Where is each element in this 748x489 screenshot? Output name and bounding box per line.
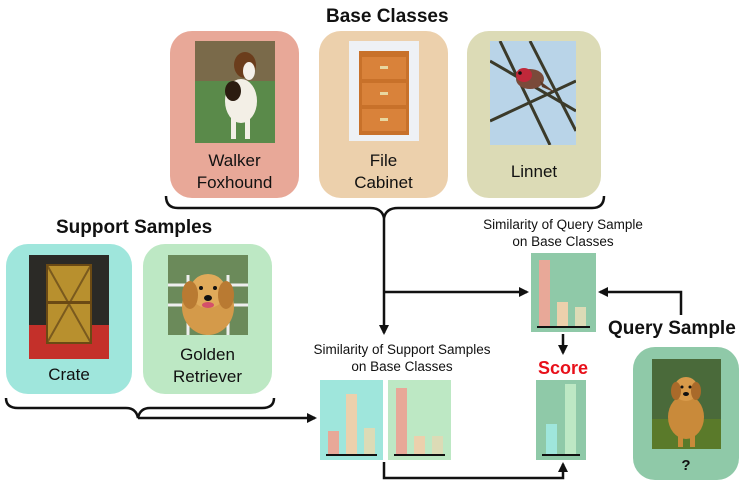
crate-photo — [29, 255, 109, 359]
query-label: ? — [681, 457, 691, 474]
crate-similarity-chart — [320, 380, 383, 460]
chart-baseline — [326, 454, 377, 456]
support-similarity-caption: Similarity of Support Samples on Base Cl… — [313, 342, 491, 374]
bar-linnet — [364, 428, 375, 454]
score-chart — [536, 380, 586, 460]
query-similarity-chart — [531, 253, 596, 332]
bar-score-golden-retriever — [565, 384, 576, 454]
base-class-label-file-cabinet: File Cabinet — [354, 151, 413, 192]
bar-walker-foxhound — [328, 431, 339, 454]
base-class-label-walker-foxhound: Walker Foxhound — [196, 151, 273, 192]
bar-file-cabinet — [346, 394, 357, 454]
support-label-golden-retriever: Golden Retriever — [173, 345, 242, 386]
base-classes-title: Base Classes — [326, 6, 449, 27]
bird-photo — [490, 41, 576, 145]
bar-linnet — [432, 436, 443, 454]
support-samples-title: Support Samples — [56, 217, 213, 238]
base-class-label-linnet: Linnet — [510, 162, 558, 181]
chart-baseline — [537, 326, 590, 328]
bar-linnet — [575, 307, 586, 326]
dog-photo — [195, 41, 275, 143]
support-label-crate: Crate — [48, 365, 90, 384]
support-card-crate: Crate — [6, 244, 132, 394]
file-cabinet-photo — [349, 41, 419, 141]
query-card: ? — [633, 347, 739, 480]
chart-baseline — [542, 454, 580, 456]
bar-walker-foxhound — [539, 260, 550, 326]
golden-retriever-photo — [168, 255, 248, 335]
golden-retriever-photo — [652, 359, 721, 449]
base-class-card-walker-foxhound: Walker Foxhound — [170, 31, 299, 198]
bar-file-cabinet — [557, 302, 568, 326]
bar-score-crate — [546, 424, 557, 454]
golden-similarity-chart — [388, 380, 451, 460]
query-sample-title: Query Sample — [608, 318, 736, 339]
support-card-golden-retriever: Golden Retriever — [143, 244, 272, 394]
base-class-card-file-cabinet: File Cabinet — [319, 31, 448, 198]
chart-baseline — [394, 454, 445, 456]
base-class-card-linnet: Linnet — [467, 31, 601, 198]
bar-file-cabinet — [414, 436, 425, 454]
score-label: Score — [538, 358, 589, 378]
query-similarity-caption: Similarity of Query Sample on Base Class… — [483, 217, 643, 249]
bar-walker-foxhound — [396, 388, 407, 454]
